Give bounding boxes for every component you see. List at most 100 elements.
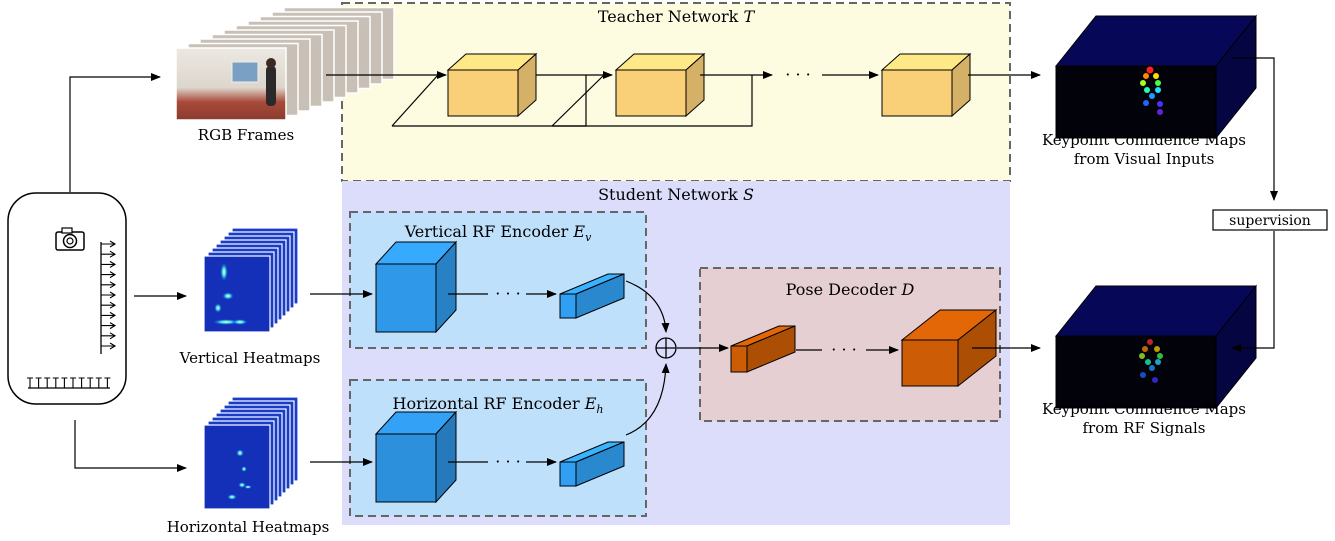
camera-icon <box>55 227 85 251</box>
vertical-heatmap-hotspot <box>220 262 228 282</box>
encoder-blocks <box>374 240 625 504</box>
student-network-title: Student Network S <box>598 185 754 204</box>
output-cubes <box>1054 14 1258 410</box>
visual-output-label-line2: from Visual Inputs <box>1074 150 1215 168</box>
horizontal-antenna-element <box>27 377 33 388</box>
horizontal-heatmap-hotspot <box>244 485 252 489</box>
pose-decoder-label: Pose Decoder D <box>786 280 915 299</box>
visual-output-cube-keypoint <box>1143 100 1149 106</box>
horizontal-heatmap-hotspot <box>241 466 247 472</box>
skip-connection-1-input <box>391 74 439 127</box>
vertical-antenna-element <box>101 322 117 330</box>
arrow-device-to-horizontal <box>74 420 187 472</box>
vertical-heatmaps-label: Vertical Heatmaps <box>179 349 321 367</box>
horizontal-heatmap-hotspot <box>227 494 237 500</box>
horizontal-encoder-label: Horizontal RF Encoder Eh <box>393 394 604 416</box>
visual-output-cube-keypoint <box>1140 80 1146 86</box>
vertical-antenna-element <box>101 291 117 299</box>
rf-output-cube-keypoint <box>1157 353 1163 359</box>
rgb-frames-label: RGB Frames <box>198 126 294 144</box>
vertical-antenna-array <box>100 240 117 354</box>
horizontal-heatmap-hotspot <box>236 449 244 457</box>
arrow-supervision-to-rf-output <box>1231 231 1275 352</box>
radio-device <box>7 192 127 405</box>
visual-output-cube-keypoint <box>1149 93 1155 99</box>
rgb-frames-stack <box>175 6 395 121</box>
vertical-encoder-label: Vertical RF Encoder Ev <box>404 222 592 244</box>
arrow-to-supervision <box>1232 57 1278 201</box>
visual-output-cube-keypoint <box>1143 73 1149 79</box>
rf-output-cube-keypoint <box>1139 353 1145 359</box>
visual-output-cube-keypoint <box>1157 101 1163 107</box>
vertical-antenna-element <box>101 271 117 279</box>
horizontal-antenna-element <box>78 377 85 388</box>
vertical-encoder-ellipsis: · · · <box>495 284 520 303</box>
horizontal-encoder-block-2 <box>559 441 625 487</box>
horizontal-antenna-element <box>70 377 76 388</box>
horizontal-antenna-element <box>44 377 51 388</box>
visual-output-cube-keypoint <box>1155 87 1161 93</box>
rf-output-cube <box>1054 284 1258 410</box>
rf-output-cube-keypoint <box>1149 365 1155 371</box>
arrow-vertical-to-fusion <box>625 280 670 333</box>
vertical-heatmap-hotspot <box>214 303 222 313</box>
horizontal-antenna-element <box>95 377 102 388</box>
vertical-encoder-block-2 <box>559 273 625 319</box>
rf-output-label-line2: from RF Signals <box>1083 419 1206 437</box>
horizontal-antenna-array <box>27 377 111 389</box>
rf-output-cube-keypoint <box>1152 377 1158 383</box>
vertical-antenna-element <box>101 332 117 340</box>
arrow-horizontal-to-fusion <box>625 363 670 436</box>
visual-output-cube-keypoint <box>1153 73 1159 79</box>
vertical-antenna-element <box>101 250 117 258</box>
horizontal-antenna-element <box>87 377 94 388</box>
rf-output-cube-keypoint <box>1140 372 1146 378</box>
horizontal-antenna-element <box>52 377 59 388</box>
decoder-block-1 <box>730 325 796 373</box>
teacher-blocks <box>446 52 972 118</box>
teacher-ellipsis: · · · <box>785 65 810 84</box>
rf-output-cube-keypoint <box>1155 359 1161 365</box>
visual-output-cube-keypoint <box>1155 80 1161 86</box>
teacher-block-2 <box>614 52 706 118</box>
horizontal-antenna-element <box>104 377 111 388</box>
horizontal-heatmap-hotspot <box>238 482 246 488</box>
vertical-antenna-element <box>101 301 117 309</box>
fusion-operator <box>655 337 677 359</box>
rgb-person <box>266 66 276 106</box>
visual-output-cube-keypoint <box>1144 87 1150 93</box>
vertical-antenna-element <box>101 342 117 350</box>
skip-connection-2 <box>552 75 753 127</box>
teacher-block-1 <box>446 52 538 118</box>
teacher-network-title: Teacher Network T <box>598 7 756 26</box>
teacher-block-3 <box>880 52 972 118</box>
vertical-antenna-element <box>101 240 117 248</box>
vertical-antenna-element <box>101 260 117 268</box>
vertical-antenna-element <box>101 281 117 289</box>
visual-output-label-line1: Keypoint Confidence Maps <box>1042 131 1246 149</box>
skip-connection-2-input <box>551 74 605 127</box>
rgb-window <box>231 61 259 83</box>
vertical-antenna-element <box>101 311 117 319</box>
rf-output-cube-keypoint <box>1142 346 1148 352</box>
horizontal-encoder-block-1 <box>374 410 458 504</box>
supervision-box <box>1212 209 1328 231</box>
vertical-heatmap-hotspot <box>232 319 248 325</box>
horizontal-heatmaps-label: Horizontal Heatmaps <box>167 518 330 536</box>
horizontal-antenna-element <box>61 377 68 388</box>
supervision-label: supervision <box>1229 213 1311 229</box>
vertical-encoder-block-1 <box>374 240 458 334</box>
vertical-heatmap-hotspot <box>212 319 240 325</box>
horizontal-heatmaps-stack <box>203 396 299 510</box>
visual-output-cube-keypoint <box>1157 109 1163 115</box>
horizontal-encoder-ellipsis: · · · <box>495 452 520 471</box>
rf-output-cube-keypoint <box>1145 359 1151 365</box>
vertical-heatmap-hotspot <box>222 292 234 300</box>
decoder-ellipsis: · · · <box>831 340 856 359</box>
horizontal-antenna-element <box>35 377 42 388</box>
visual-output-cube <box>1054 14 1258 140</box>
rf-output-cube-keypoint <box>1147 339 1153 345</box>
rf-output-label-line1: Keypoint Confidence Maps <box>1042 400 1246 418</box>
vertical-heatmaps-stack <box>203 227 299 333</box>
